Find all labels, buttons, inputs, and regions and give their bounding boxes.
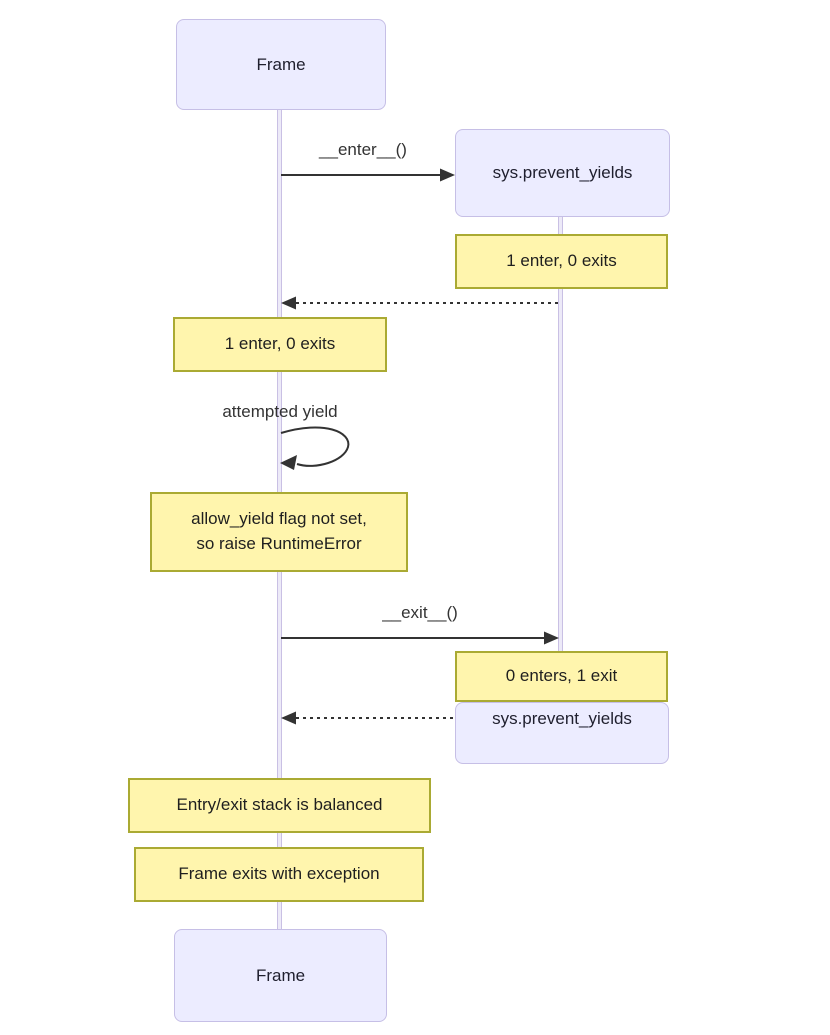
return2-arrowhead-icon — [281, 711, 296, 725]
actor-frame-bottom: Frame — [174, 929, 387, 1022]
note-text: Entry/exit stack is balanced — [176, 795, 383, 815]
message-label-attempted-yield: attempted yield — [222, 402, 338, 421]
note-text: 1 enter, 0 exits — [506, 251, 617, 271]
note-1-enter-0-exits-right: 1 enter, 0 exits — [455, 234, 668, 289]
note-text: 1 enter, 0 exits — [224, 334, 336, 354]
self-loop-arrowhead-icon — [280, 455, 297, 470]
note-frame-exits-exception: Frame exits with exception — [134, 847, 424, 902]
actor-sys-bottom-label: sys.prevent_yields — [492, 709, 632, 728]
note-allow-yield-runtime-error: allow_yield flag not set, so raise Runti… — [150, 492, 408, 572]
actor-frame-top: Frame — [176, 19, 386, 110]
actor-sys-prevent-yields-top: sys.prevent_yields — [455, 129, 670, 217]
return1-arrowhead-icon — [281, 296, 296, 310]
self-loop-curve — [280, 426, 350, 467]
note-1-enter-0-exits-left: 1 enter, 0 exits — [173, 317, 387, 372]
note-0-enters-1-exit: 0 enters, 1 exit — [455, 651, 668, 702]
exit-arrowhead-icon — [544, 631, 559, 645]
actor-sys-top-label: sys.prevent_yields — [492, 163, 633, 182]
note-text-line-2: so raise RuntimeError — [196, 534, 362, 553]
message-label-enter: __enter__() — [319, 140, 407, 159]
actor-frame-top-label: Frame — [256, 54, 306, 74]
message-label-exit: __exit__() — [382, 603, 458, 622]
enter-arrowhead-icon — [440, 168, 455, 182]
actor-frame-bottom-label: Frame — [255, 965, 306, 985]
actor-sys-prevent-yields-bottom: sys.prevent_yields — [455, 702, 669, 764]
note-text: 0 enters, 1 exit — [505, 666, 618, 686]
note-text: Frame exits with exception — [178, 864, 380, 884]
note-text-line-1: allow_yield flag not set, — [191, 509, 367, 529]
lifeline-sys-prevent-yields — [558, 217, 563, 763]
note-stack-balanced: Entry/exit stack is balanced — [128, 778, 431, 833]
